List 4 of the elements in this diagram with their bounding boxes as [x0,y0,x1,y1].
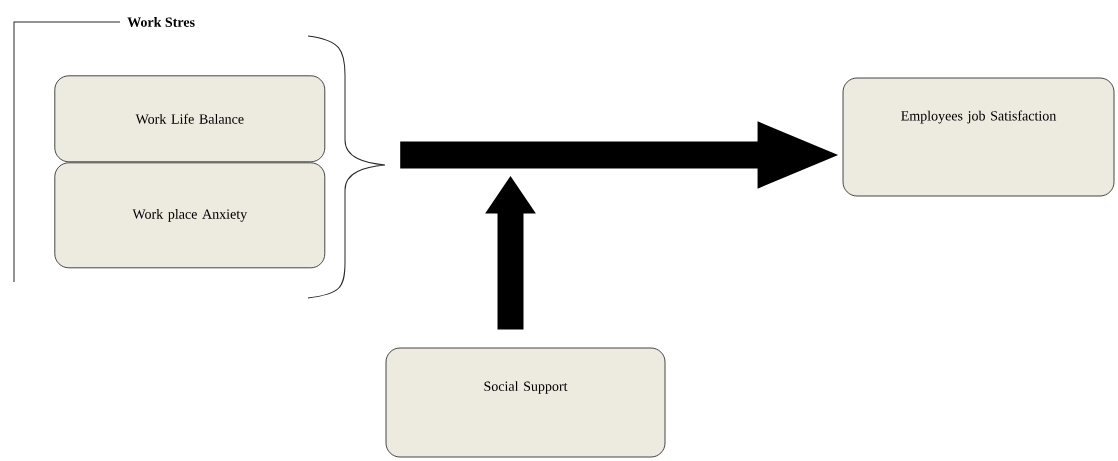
process-box: Work place Anxiety [54,162,326,269]
process-box: Work Life Balance [54,75,326,163]
process-box: Employees job Satisfaction [842,77,1115,197]
process-box: Social Support [385,347,666,458]
